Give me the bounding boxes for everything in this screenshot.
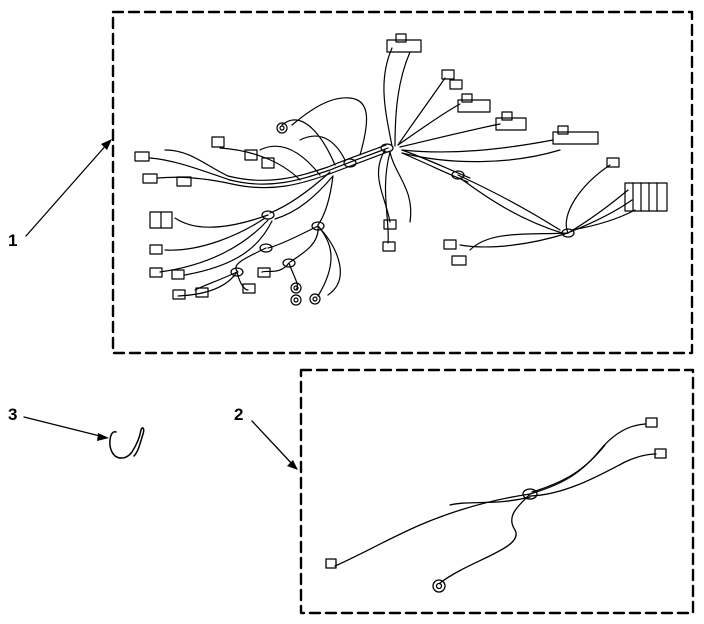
group-box-main-harness xyxy=(111,10,694,355)
wire-clip-part xyxy=(109,427,145,459)
leader-arrow-3 xyxy=(23,416,109,441)
callout-label-2: 2 xyxy=(234,405,244,424)
sub-wire-harness xyxy=(325,417,667,593)
main-wire-harness xyxy=(134,33,668,306)
group-box-sub-harness xyxy=(299,368,695,615)
leader-arrow-1 xyxy=(25,139,112,237)
leader-arrow-2 xyxy=(251,420,298,470)
callout-label-1: 1 xyxy=(8,231,18,250)
callout-label-3: 3 xyxy=(8,405,18,424)
